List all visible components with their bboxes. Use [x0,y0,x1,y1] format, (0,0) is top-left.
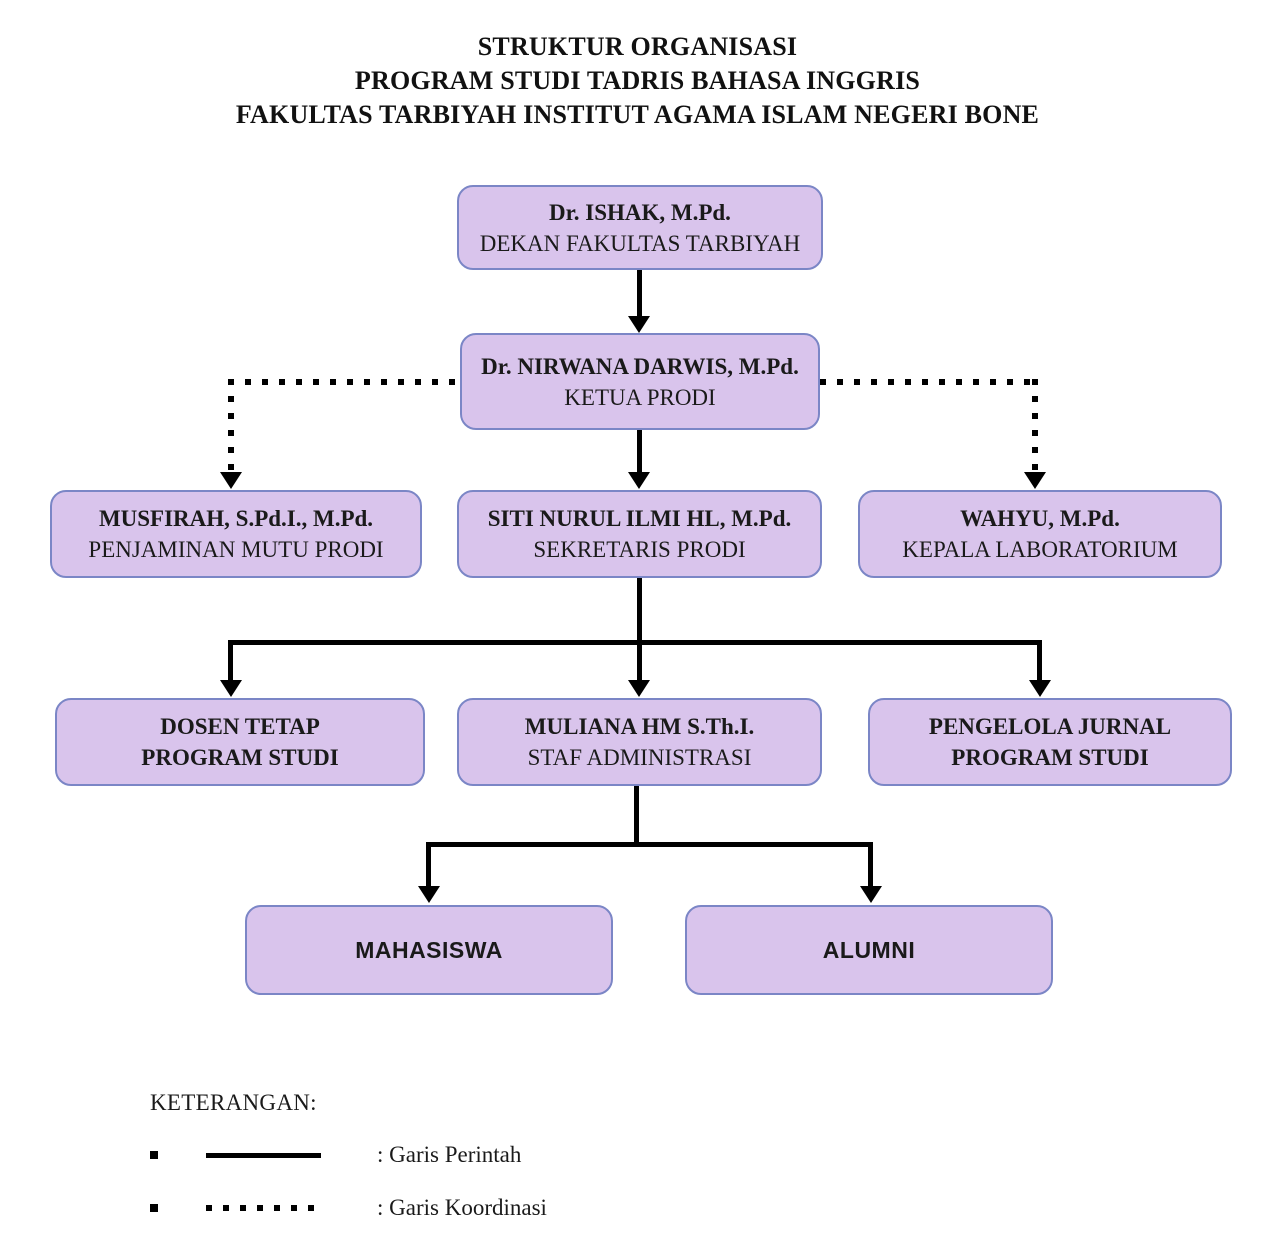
node-lab-name: WAHYU, M.Pd. [960,506,1120,531]
legend-bullet-icon [150,1151,158,1159]
title-line-1: STRUKTUR ORGANISASI [477,32,798,61]
node-ketua: Dr. NIRWANA DARWIS, M.Pd. KETUA PRODI [460,333,820,430]
node-mutu-role: PENJAMINAN MUTU PRODI [88,537,384,562]
title-line-3: FAKULTAS TARBIYAH INSTITUT AGAMA ISLAM N… [235,100,1040,129]
node-dosen: DOSEN TETAP PROGRAM STUDI [55,698,425,786]
node-alumni-label: ALUMNI [822,936,916,963]
node-mahasiswa: MAHASISWA [245,905,613,995]
dotted-line-sample [206,1205,321,1211]
arrowhead-dosen [220,680,242,697]
node-lab-role: KEPALA LABORATORIUM [902,537,1178,562]
node-staf-name: MULIANA HM S.Th.I. [524,714,755,739]
arrowhead-lab [1024,472,1046,489]
branch-drop-staf [637,640,642,682]
node-sekretaris-role: SEKRETARIS PRODI [533,537,746,562]
connector-ketua-sekretaris [637,430,642,474]
arrowhead-jurnal [1029,680,1051,697]
arrowhead-sekretaris [628,472,650,489]
coordination-drop-left [228,379,234,472]
coordination-line-left [228,379,460,385]
node-sekretaris: SITI NURUL ILMI HL, M.Pd. SEKRETARIS PRO… [457,490,822,578]
coordination-drop-right [1032,379,1038,472]
page-title: STRUKTUR ORGANISASI PROGRAM STUDI TADRIS… [0,30,1275,132]
connector-dekan-ketua [637,270,642,318]
node-jurnal-line2: PROGRAM STUDI [951,745,1149,770]
legend-label-coordination: : Garis Koordinasi [377,1195,547,1220]
connector-staf-stem [634,786,639,845]
arrowhead-mutu [220,472,242,489]
branch-drop-dosen [228,640,233,682]
legend-row-command: : Garis Perintah [150,1142,521,1168]
branch-bar-row4 [426,842,873,847]
node-staf: MULIANA HM S.Th.I. STAF ADMINISTRASI [457,698,822,786]
title-line-2: PROGRAM STUDI TADRIS BAHASA INGGRIS [354,66,921,95]
connector-sekretaris-stem [637,578,642,643]
coordination-line-right [820,379,1038,385]
node-mutu-name: MUSFIRAH, S.Pd.I., M.Pd. [98,506,374,531]
arrowhead-alumni [860,886,882,903]
branch-drop-alumni [868,842,873,888]
branch-drop-mahasiswa [426,842,431,888]
node-dekan: Dr. ISHAK, M.Pd. DEKAN FAKULTAS TARBIYAH [457,185,823,270]
arrowhead-ketua [628,316,650,333]
solid-line-sample [206,1152,321,1158]
node-ketua-name: Dr. NIRWANA DARWIS, M.Pd. [481,353,799,379]
node-ketua-role: KETUA PRODI [564,384,716,410]
node-sekretaris-name: SITI NURUL ILMI HL, M.Pd. [487,506,792,531]
node-dekan-name: Dr. ISHAK, M.Pd. [549,199,731,225]
node-dekan-role: DEKAN FAKULTAS TARBIYAH [479,230,801,256]
legend-heading: KETERANGAN: [150,1090,317,1115]
node-alumni: ALUMNI [685,905,1053,995]
branch-bar-row3 [228,640,1042,645]
node-jurnal-line1: PENGELOLA JURNAL [928,714,1172,739]
node-mutu: MUSFIRAH, S.Pd.I., M.Pd. PENJAMINAN MUTU… [50,490,422,578]
node-staf-role: STAF ADMINISTRASI [527,745,752,770]
arrowhead-mahasiswa [418,886,440,903]
legend-bullet-icon [150,1204,158,1212]
legend-row-coordination: : Garis Koordinasi [150,1195,547,1221]
legend: KETERANGAN: : Garis Perintah : Garis Koo… [150,1090,547,1220]
node-jurnal: PENGELOLA JURNAL PROGRAM STUDI [868,698,1232,786]
node-dosen-line1: DOSEN TETAP [160,714,320,739]
node-mahasiswa-label: MAHASISWA [355,936,503,963]
node-lab: WAHYU, M.Pd. KEPALA LABORATORIUM [858,490,1222,578]
legend-label-command: : Garis Perintah [377,1142,522,1167]
node-dosen-line2: PROGRAM STUDI [141,745,339,770]
arrowhead-staf [628,680,650,697]
branch-drop-jurnal [1037,640,1042,682]
